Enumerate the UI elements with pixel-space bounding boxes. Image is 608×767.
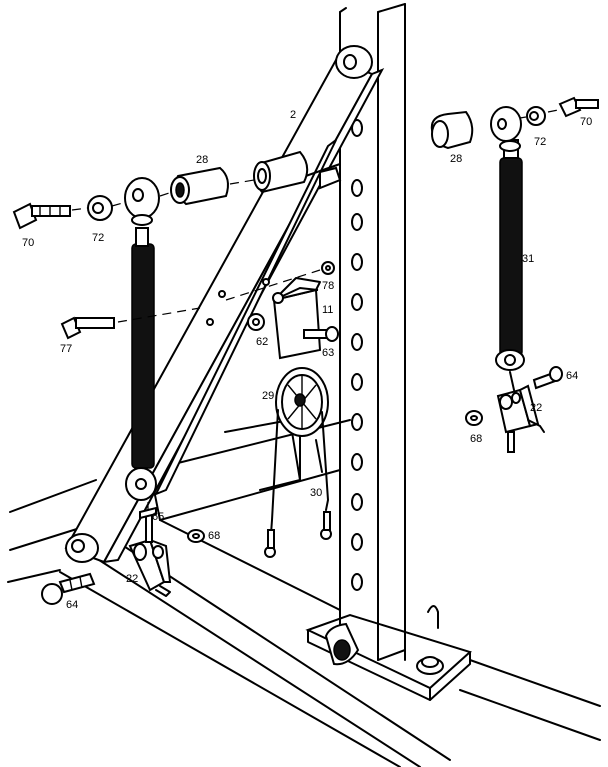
right-top-hardware xyxy=(430,96,599,150)
label-part-65: 65 xyxy=(152,511,164,523)
label-part-29: 29 xyxy=(262,390,274,402)
label-part-62: 62 xyxy=(256,336,268,348)
label-part-31: 31 xyxy=(522,253,534,265)
label-part-70-right: 70 xyxy=(580,116,592,128)
label-part-30: 30 xyxy=(310,487,322,499)
label-part-77: 77 xyxy=(60,343,72,355)
label-part-78: 78 xyxy=(322,280,334,292)
label-part-70-left: 70 xyxy=(22,237,34,249)
label-part-63: 63 xyxy=(322,347,334,359)
part-labels: 2 28 28 70 70 72 72 31 78 11 62 63 77 29… xyxy=(22,109,592,611)
post-holes xyxy=(351,119,363,591)
bracket-assembly xyxy=(247,261,339,360)
label-part-22-left: 22 xyxy=(126,573,138,585)
label-part-68-left: 68 xyxy=(208,530,220,542)
right-gas-spring xyxy=(490,106,525,371)
diagonal-arm xyxy=(64,45,385,564)
left-top-hardware xyxy=(12,150,309,230)
label-part-28-right: 28 xyxy=(450,153,462,165)
label-part-28-left: 28 xyxy=(196,154,208,166)
label-part-22-right: 22 xyxy=(530,402,542,414)
label-part-2: 2 xyxy=(290,109,296,121)
right-bottom-hardware xyxy=(465,366,563,453)
left-gas-spring xyxy=(124,177,160,501)
label-part-11: 11 xyxy=(322,304,333,316)
label-part-68-right: 68 xyxy=(470,433,482,445)
bolt-77 xyxy=(60,269,321,340)
label-part-64-left: 64 xyxy=(66,599,78,611)
cables xyxy=(264,409,332,558)
label-part-64-right: 64 xyxy=(566,370,578,382)
label-part-72-left: 72 xyxy=(92,232,104,244)
base-frame xyxy=(7,419,601,767)
label-part-72-right: 72 xyxy=(534,136,546,148)
pulley-assembly xyxy=(275,367,329,437)
bottom-left-hardware xyxy=(41,502,360,666)
